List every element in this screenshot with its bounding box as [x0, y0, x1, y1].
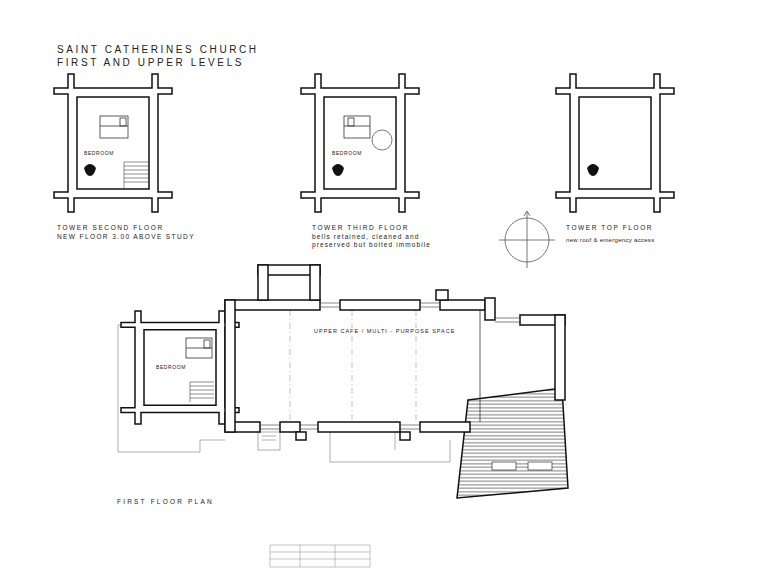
space-name: UPPER CAFE / MULTI - PURPOSE SPACE — [312, 328, 457, 335]
title-block — [270, 545, 370, 567]
floor-title: TOWER THIRD FLOOR — [312, 224, 409, 232]
room-name: BEDROOM — [156, 364, 186, 370]
roof-hatch — [457, 388, 568, 498]
bed-symbol — [100, 116, 128, 138]
rooflight — [528, 462, 552, 470]
window-line — [260, 303, 520, 429]
bell-symbol — [372, 130, 392, 150]
tower-plan — [301, 74, 419, 212]
room-name: BEDROOM — [332, 150, 362, 156]
room-name: BEDROOM — [84, 150, 114, 156]
tower-plan — [556, 74, 674, 212]
floor-note: new roof & emergency access — [566, 237, 654, 245]
bed-symbol — [186, 338, 212, 358]
stair-symbol — [190, 382, 214, 402]
floor-title: TOWER SECOND FLOOR — [57, 224, 164, 232]
floor-note: bells retained, cleaned and preserved bu… — [312, 233, 442, 249]
rooflight — [492, 462, 516, 470]
bell-wheel-symbol — [332, 164, 344, 176]
floor-note: NEW FLOOR 3.00 ABOVE STUDY — [57, 233, 195, 241]
bell-wheel-symbol — [84, 164, 96, 176]
ground-floor-outline — [118, 325, 450, 462]
stair-symbol — [124, 162, 148, 188]
drawing-title: SAINT CATHERINES CHURCH FIRST AND UPPER … — [57, 44, 282, 69]
north-compass — [499, 211, 555, 268]
tower-plan — [54, 74, 172, 212]
plan-title: FIRST FLOOR PLAN — [117, 498, 214, 506]
bell-wheel-symbol — [587, 164, 599, 176]
wall — [225, 265, 565, 440]
partition-line — [480, 310, 481, 422]
bay-line — [290, 310, 416, 422]
floor-title: TOWER TOP FLOOR — [566, 224, 653, 232]
bed-symbol — [344, 116, 370, 138]
tower-plan — [121, 311, 239, 424]
